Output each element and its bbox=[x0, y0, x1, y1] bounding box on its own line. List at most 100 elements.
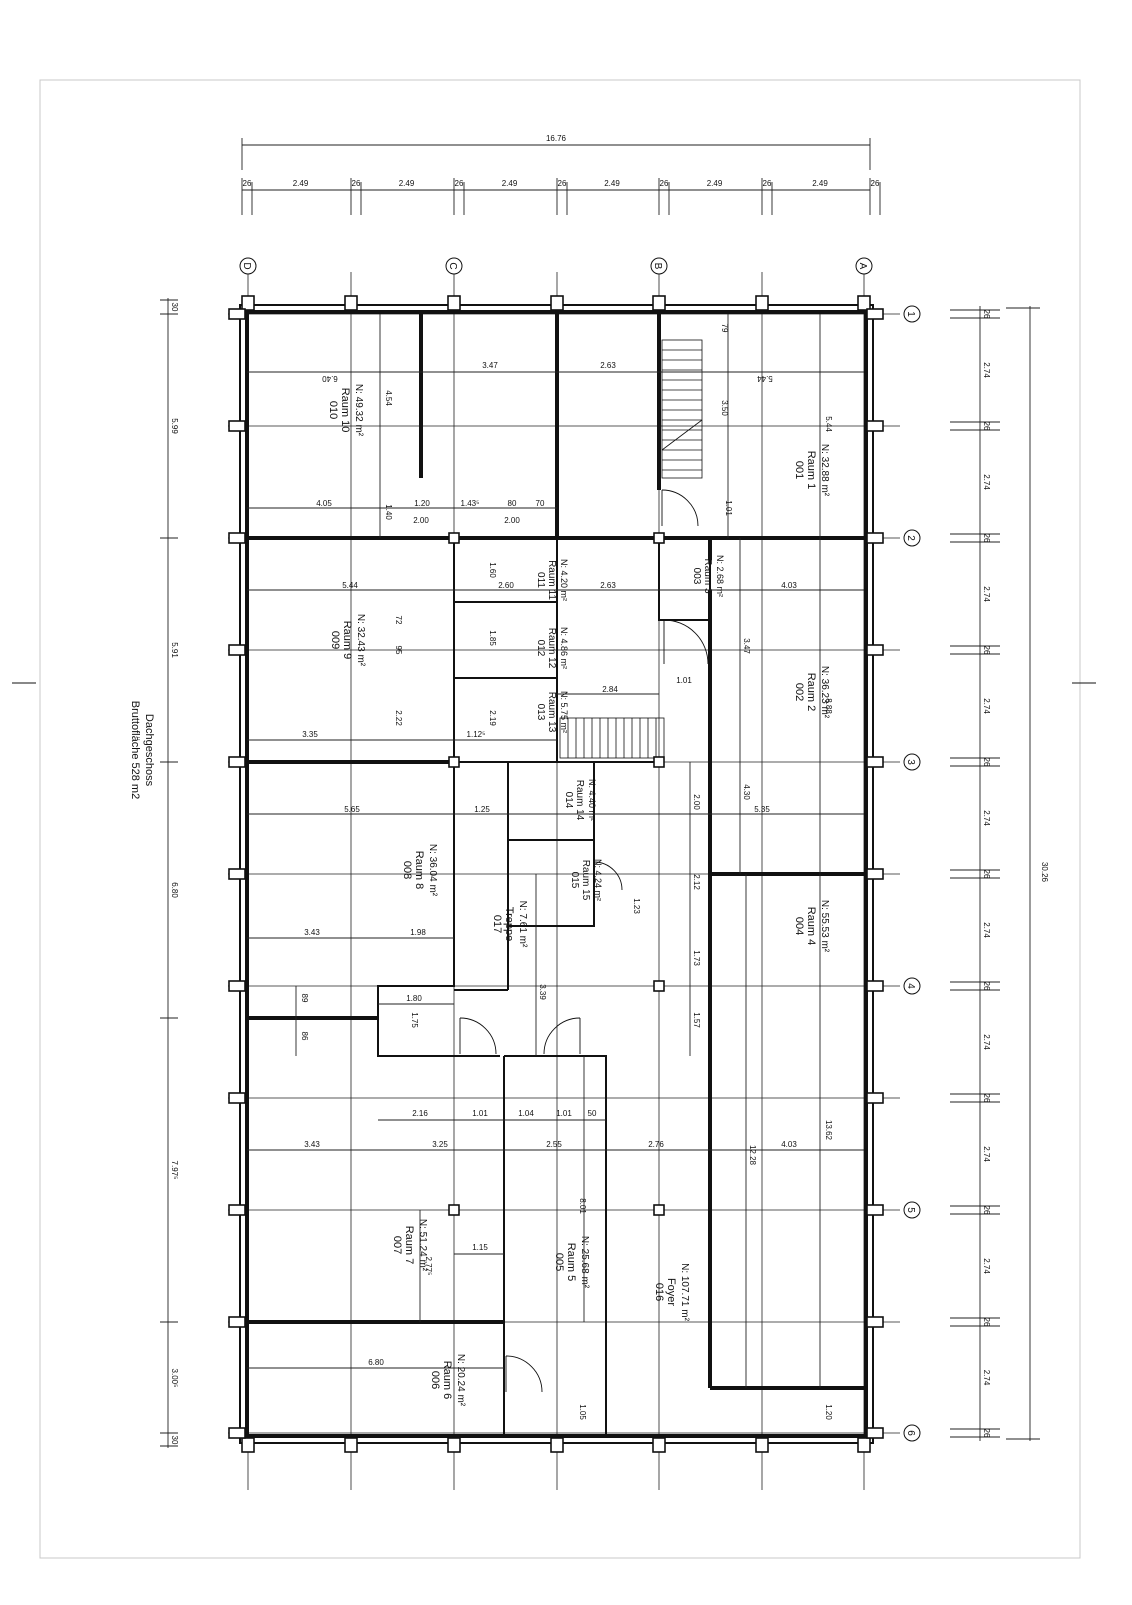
axis-label-3: 3 bbox=[905, 759, 916, 765]
left-dim-0: 30 bbox=[170, 303, 179, 312]
room-002-name: Raum 2 bbox=[805, 673, 817, 712]
dim-1-98: 1.98 bbox=[410, 928, 426, 937]
column bbox=[550, 1437, 564, 1453]
column bbox=[653, 980, 665, 992]
dim-4-03b: 4.03 bbox=[781, 1140, 797, 1149]
dim-5-44: 5.44 bbox=[342, 581, 358, 590]
walls bbox=[239, 304, 874, 1444]
dim-1-25: 1.25 bbox=[474, 805, 490, 814]
room-010-name: Raum 10 bbox=[339, 388, 351, 433]
dim-72: 72 bbox=[394, 616, 403, 625]
overall-width-dim: 16.76 bbox=[546, 134, 567, 143]
column bbox=[866, 308, 884, 320]
right-dim-wall-label: 26 bbox=[982, 534, 991, 543]
dim-50: 50 bbox=[588, 1109, 597, 1118]
room-016-name: Foyer bbox=[665, 1278, 677, 1306]
left-dim-4: 7.97⁵ bbox=[170, 1161, 179, 1180]
right-dim-wall-label: 26 bbox=[982, 870, 991, 879]
top-dim-wall-label: 26 bbox=[352, 179, 361, 188]
left-dim-2: 5.91 bbox=[170, 642, 179, 658]
dim-2-84: 2.84 bbox=[602, 685, 618, 694]
right-dim-segment-label: 2.74 bbox=[982, 474, 991, 490]
column bbox=[344, 295, 358, 311]
column bbox=[857, 1437, 871, 1453]
dim-1-05: 1.05 bbox=[578, 1404, 587, 1420]
room-004-no: 004 bbox=[793, 917, 805, 935]
dim-1-43: 1.43⁵ bbox=[461, 499, 480, 508]
room-003-name: Raum 3 bbox=[702, 558, 713, 593]
room-012-no: 012 bbox=[535, 640, 546, 657]
room-008-area: N: 36.04 m² bbox=[427, 844, 438, 897]
axis-bubble-c bbox=[445, 257, 463, 275]
right-dim-segment-label: 2.74 bbox=[982, 922, 991, 938]
dim-2-00c: 2.00 bbox=[692, 794, 701, 810]
room-009-no: 009 bbox=[329, 631, 341, 649]
dim-2-60: 2.60 bbox=[498, 581, 514, 590]
axis-label-5: 5 bbox=[905, 1207, 916, 1213]
room-014-name: Raum 14 bbox=[574, 780, 585, 821]
stair-upper bbox=[661, 339, 703, 479]
dim-1-01c: 1.01 bbox=[556, 1109, 572, 1118]
dim-1-20r: 1.20 bbox=[824, 1404, 833, 1420]
top-dim-segment-label: 2.49 bbox=[604, 179, 620, 188]
room-002-area: N: 36.23 m² bbox=[819, 666, 830, 719]
room-006-area: N: 20.24 m² bbox=[455, 1354, 466, 1407]
room-011-no: 011 bbox=[535, 572, 546, 588]
right-dim-wall-label: 26 bbox=[982, 646, 991, 655]
column bbox=[866, 1427, 884, 1439]
dim-2-12: 2.12 bbox=[692, 874, 701, 890]
dim-86: 86 bbox=[300, 1032, 309, 1041]
room-007-name: Raum 7 bbox=[403, 1226, 415, 1265]
axis-bubble-d bbox=[239, 257, 257, 275]
dim-1-12: 1.12⁵ bbox=[467, 730, 486, 739]
dim-4-54: 4.54 bbox=[384, 390, 393, 406]
dim-2-22: 2.22 bbox=[394, 710, 403, 726]
room-003-no: 003 bbox=[691, 568, 702, 585]
room-004-name: Raum 4 bbox=[805, 907, 817, 946]
column bbox=[755, 295, 769, 311]
axis-label-4: 4 bbox=[905, 983, 916, 989]
axis-label-2: 2 bbox=[905, 535, 916, 541]
axis-label-6: 6 bbox=[905, 1430, 916, 1436]
right-dim-segment-label: 2.74 bbox=[982, 586, 991, 602]
room-009-area: N: 32.43 m² bbox=[355, 614, 366, 667]
room-017-name: Treppe bbox=[503, 907, 515, 941]
column bbox=[866, 868, 884, 880]
column bbox=[866, 980, 884, 992]
dim-2-55: 2.55 bbox=[546, 1140, 562, 1149]
column bbox=[448, 1204, 460, 1216]
right-dim-wall-label: 26 bbox=[982, 1094, 991, 1103]
dim-5-44r: 5.44 bbox=[757, 374, 773, 383]
dim-1-73: 1.73 bbox=[692, 950, 701, 966]
dim-3-25: 3.25 bbox=[432, 1140, 448, 1149]
dim-1-85: 1.85 bbox=[488, 630, 497, 646]
left-dimension-chain: 30 5.99 5.91 6.80 7.97⁵ 3.00⁵ 30 bbox=[160, 298, 179, 1448]
dim-8-01: 8.01 bbox=[578, 1198, 587, 1214]
top-dim-segment-label: 2.49 bbox=[812, 179, 828, 188]
dim-1-01: 1.01 bbox=[676, 676, 692, 685]
dim-6-40: 6.40 bbox=[322, 374, 338, 383]
right-dim-segment-label: 2.74 bbox=[982, 1370, 991, 1386]
room-005-area: N: 25.68 m² bbox=[579, 1236, 590, 1289]
column bbox=[228, 532, 246, 544]
room-015-area: N: 4.24 m² bbox=[593, 859, 603, 901]
column bbox=[652, 295, 666, 311]
top-dim-wall-label: 26 bbox=[558, 179, 567, 188]
axis-label-1: 1 bbox=[905, 311, 916, 317]
top-dim-segment-label: 2.49 bbox=[707, 179, 723, 188]
dim-4-30: 4.30 bbox=[742, 784, 751, 800]
sheet-border bbox=[39, 79, 1081, 1559]
dim-4-05: 4.05 bbox=[316, 499, 332, 508]
right-dim-wall-label: 26 bbox=[982, 1318, 991, 1327]
dim-2-63: 2.63 bbox=[600, 361, 616, 370]
top-dim-wall-label: 26 bbox=[871, 179, 880, 188]
dim-12-28: 12.28 bbox=[748, 1145, 757, 1166]
stair-lower bbox=[559, 717, 665, 759]
axis-labels-right: 1 2 3 4 5 6 bbox=[903, 305, 921, 1442]
right-dim-segment-label: 2.74 bbox=[982, 810, 991, 826]
axis-label-c: C bbox=[447, 262, 458, 269]
dim-3-50: 3.50 bbox=[720, 400, 729, 416]
room-009-name: Raum 9 bbox=[341, 621, 353, 660]
room-016-area: N: 107.71 m² bbox=[679, 1263, 690, 1321]
